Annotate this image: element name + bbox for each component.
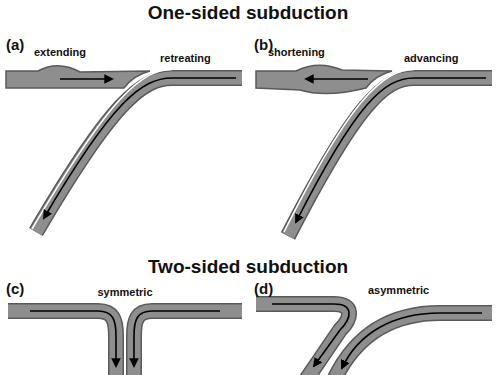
right-plate: [134, 311, 242, 375]
slab-outline: [288, 78, 492, 236]
panel-b: [256, 65, 492, 236]
panel-letter: (d): [254, 280, 273, 297]
overriding-plate: [256, 65, 392, 93]
subducting-slab: [288, 78, 492, 236]
plate-motion-label: advancing: [404, 52, 458, 65]
plate-outline: [134, 311, 242, 375]
panel-letter: (c): [6, 280, 24, 297]
left-plate: [256, 304, 349, 375]
plate-motion-label: extending: [34, 46, 86, 59]
section-heading: One-sided subduction: [148, 2, 349, 24]
motion-arrow: [306, 78, 368, 80]
plate-motion-label: shortening: [268, 46, 325, 59]
panel-letter: (a): [6, 36, 24, 53]
motion-arrow: [296, 78, 486, 222]
motion-arrow: [30, 311, 116, 366]
plate-outline: [334, 313, 492, 375]
slab-outline: [36, 78, 242, 232]
motion-arrow: [44, 78, 236, 218]
mode-label: asymmetric: [368, 284, 429, 297]
motion-arrow: [134, 311, 220, 366]
subducting-slab: [36, 78, 242, 232]
section-heading: Two-sided subduction: [148, 256, 348, 278]
mode-label: symmetric: [97, 286, 152, 299]
plate-motion-label: retreating: [160, 52, 211, 65]
motion-arrow: [60, 78, 112, 80]
plate-boundary: [32, 70, 172, 230]
overriding-plate: [6, 66, 150, 88]
left-plate: [8, 311, 116, 375]
motion-arrow: [272, 304, 349, 366]
right-plate: [334, 313, 492, 375]
motion-arrow: [342, 313, 482, 368]
plate-outline: [256, 304, 349, 375]
panel-c: [8, 311, 242, 375]
panel-d: [256, 304, 492, 375]
plate-outline: [8, 311, 116, 375]
panel-a: [6, 66, 242, 232]
